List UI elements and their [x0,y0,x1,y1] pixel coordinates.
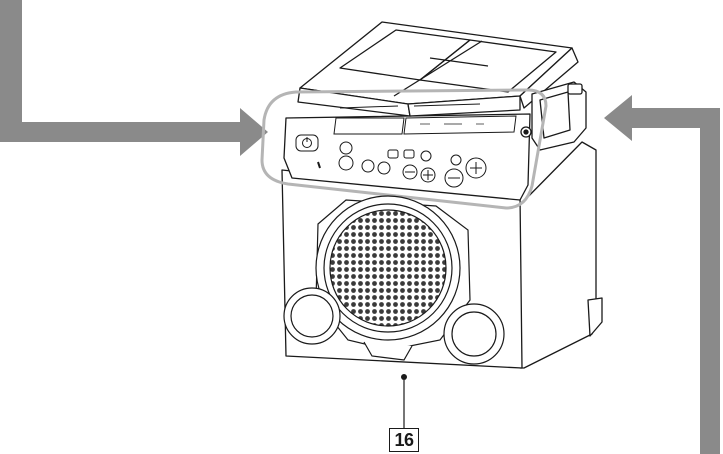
left-pointer-arrow [0,0,268,156]
control-panel [295,103,517,188]
button-d [420,150,432,162]
callout-leader [401,374,407,428]
button-c [403,149,415,159]
woofer-right [443,303,505,365]
display-window [333,117,405,135]
foot-right [587,297,603,337]
speaker-grille [329,209,447,327]
button-play [338,155,354,171]
control-panel-highlight [260,88,548,210]
button-e [450,154,462,166]
top-handle-front-right [407,95,521,117]
power-button [295,134,319,152]
button-prev [361,159,375,173]
callout-number: 16 [389,428,419,452]
right-pointer-arrow [604,95,723,454]
woofer-left [283,287,341,345]
speaker-front [283,195,505,365]
button-b [387,149,399,159]
button-next [377,161,391,175]
button-a [339,141,353,155]
